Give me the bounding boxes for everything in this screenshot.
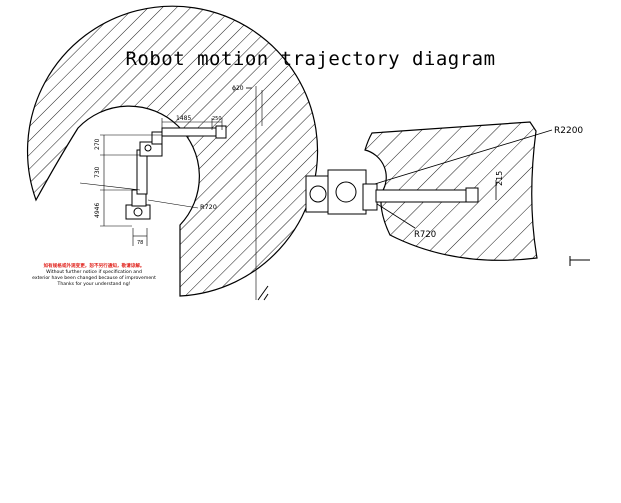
side-radius-label: R720 [200,203,217,211]
side-dimension-lines [79,118,223,246]
robot-side-silhouette [125,125,227,220]
side-workspace-envelope [26,5,319,297]
robot-top-silhouette [305,169,479,215]
top-vertical-dim: 215 [495,171,504,186]
dim-730: 730 [94,166,101,178]
dim-250: 250 [212,116,222,122]
top-view: R2200 R720 215 [305,121,590,266]
dim-1485: 1485 [176,115,191,122]
dim-78: 78 [137,240,143,246]
dim-270: 270 [94,138,101,150]
notice-text-cn: 如有规格或外观变更，恕不另行通知，敬请谅解。 [43,264,145,269]
notice-line-2: exterior have been changed because of im… [32,276,156,281]
dim-4946: 4946 [94,203,101,218]
top-inner-radius-label: R720 [414,230,436,240]
top-outer-radius-label: R2200 [554,126,583,136]
notice-line-1: Without further notice if specification … [46,270,142,275]
notice-line-3: Thanks for your understand ng! [57,282,131,287]
side-view: 1485 250 270 730 4946 R720 78 ϕ20 [26,5,319,301]
top-right-label: ϕ20 [232,85,244,92]
